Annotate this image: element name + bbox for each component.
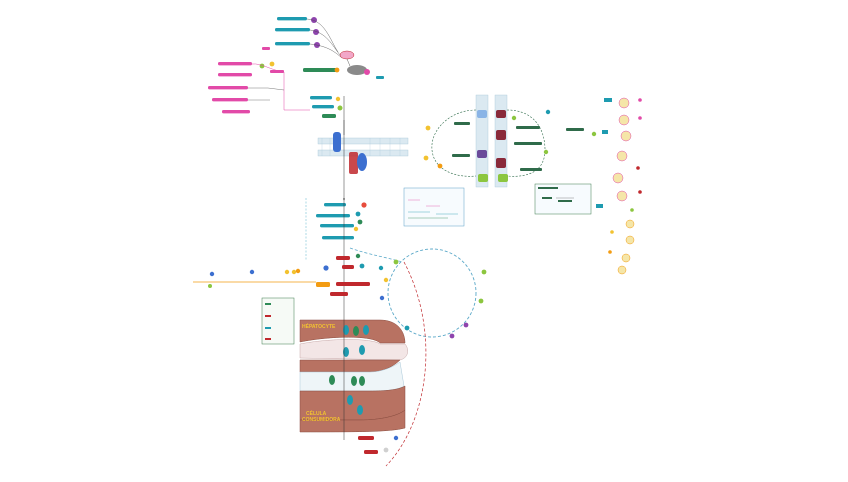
target-cell-tissue [299, 385, 406, 433]
middle-teal-stack [305, 198, 367, 260]
top-enzyme-complex [303, 50, 384, 79]
magenta-branch-cluster [208, 61, 310, 114]
middle-info-box [403, 187, 465, 227]
right-info-box [534, 183, 592, 215]
upper-teal-stack [310, 96, 345, 135]
lower-chain [193, 250, 370, 300]
hepatocyte-label: HÉPATOCYTE [302, 324, 336, 330]
target-cell-label-line1: CÉLULA [306, 411, 327, 417]
target-cell-label-line2: CONSUMIDORA [302, 417, 341, 423]
tissue-transporters [329, 300, 369, 440]
far-right-column [596, 97, 642, 275]
krebs-cycle-ring [349, 247, 487, 339]
bottom-chain [358, 261, 427, 467]
central-membrane [317, 120, 409, 201]
hepatocyte-tissue [299, 319, 408, 373]
left-legend-box [261, 297, 295, 345]
right-membrane-system [423, 94, 597, 188]
top-substrate-cluster [262, 17, 343, 59]
